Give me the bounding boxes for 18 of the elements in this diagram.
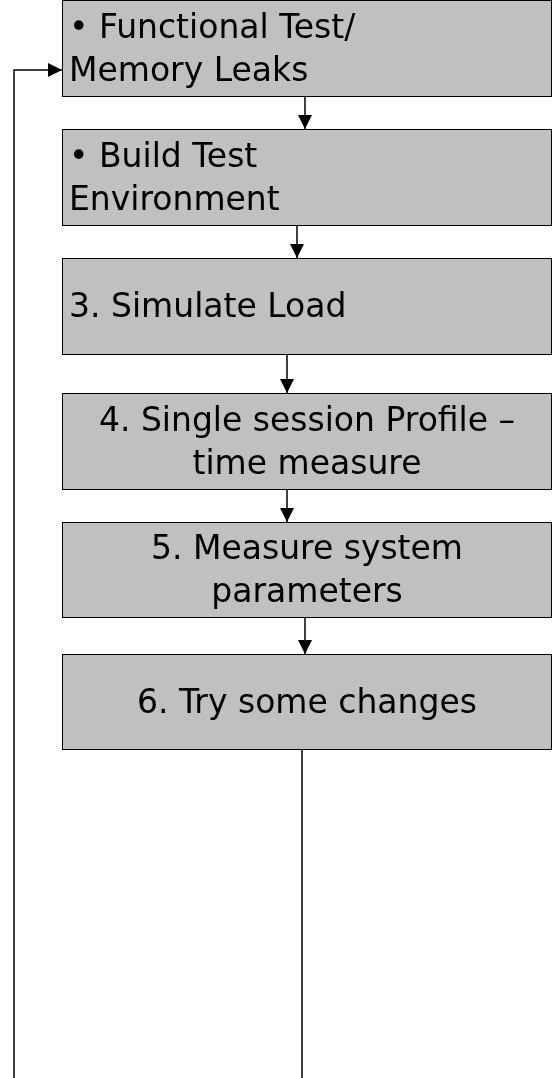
arrow [290, 225, 304, 259]
process-box [62, 393, 552, 490]
arrow [298, 617, 312, 655]
process-box [62, 0, 552, 97]
step-label: 3. Simulate Load [69, 285, 348, 328]
process-box [62, 654, 552, 750]
step-label: 6. Try some changes [136, 680, 478, 723]
arrow [13, 63, 63, 1078]
step-label: • Build Test Environment [69, 134, 281, 220]
process-box [62, 129, 552, 226]
step-label: 5. Measure system parameters [150, 527, 464, 612]
arrow [280, 489, 294, 523]
step-label: • Functional Test/ Memory Leaks [69, 5, 357, 91]
arrow [298, 96, 312, 130]
process-box [62, 258, 552, 355]
process-box [62, 522, 552, 618]
step-label: 4. Single session Profile – time measure [97, 398, 517, 484]
arrow [280, 354, 294, 394]
